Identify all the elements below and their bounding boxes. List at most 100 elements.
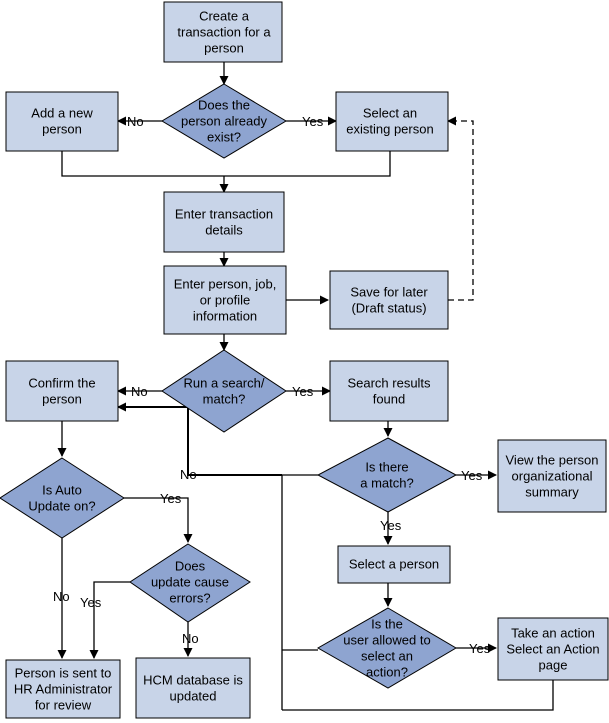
node-text-line: Does (175, 559, 206, 574)
node-text-line: match? (203, 392, 246, 407)
node-text-line: person (42, 122, 82, 137)
node-text-line: or profile (200, 293, 251, 308)
node-text-line: person (204, 41, 244, 56)
arrow-save-return (447, 116, 474, 301)
node-text-line: person (42, 392, 82, 407)
label-auto-yes: Yes (160, 491, 182, 506)
node-text-line: Is Auto (42, 483, 82, 498)
node-select-person: Select a person (337, 545, 451, 584)
node-text-line: Run a search/ (184, 376, 265, 391)
node-text-line: details (205, 223, 243, 238)
node-text-line: for review (35, 698, 92, 713)
node-text-line: Take an action (511, 626, 595, 641)
label-search-yes: Yes (292, 384, 314, 399)
node-text-line: Select a person (349, 557, 439, 572)
node-text-line: Enter transaction (175, 207, 273, 222)
node-text-line: organizational (512, 469, 593, 484)
node-text-line: Search results (347, 376, 431, 391)
label-errors-no: No (182, 631, 199, 646)
node-text-line: Select an Action (506, 642, 599, 657)
label-exists-yes: Yes (302, 114, 324, 129)
node-text-line: information (193, 309, 257, 324)
node-text-line: Is the (371, 617, 403, 632)
node-text-line: update cause (151, 575, 229, 590)
node-text-line: Create a (199, 9, 250, 24)
node-text: Select a person (349, 557, 439, 572)
node-text-line: summary (525, 485, 579, 500)
arrow-auto-yes (124, 497, 193, 543)
node-text-line: Does the (198, 98, 250, 113)
node-text-line: Enter person, job, (174, 277, 277, 292)
arrow-errors-yes (89, 581, 130, 659)
node-text-line: Add a new (31, 106, 93, 121)
node-text-line: Save for later (350, 285, 428, 300)
label-exists-no: No (127, 114, 144, 129)
node-text-line: Confirm the (28, 376, 95, 391)
node-text-line: updated (170, 689, 217, 704)
label-auto-no: No (53, 589, 70, 604)
node-text-line: user allowed to (343, 633, 430, 648)
label-match-no: No (180, 467, 197, 482)
node-text: Save for later(Draft status) (350, 285, 428, 316)
arrow-no-to-confirm (117, 402, 282, 476)
label-search-no: No (131, 384, 148, 399)
label-match-yes-down: Yes (380, 518, 402, 533)
label-errors-yes: Yes (80, 595, 102, 610)
edge-labels: No Yes No Yes No Yes Yes Yes No Yes No Y… (53, 114, 491, 656)
node-text-line: View the person (506, 453, 599, 468)
node-text-line: found (373, 392, 406, 407)
decision-run-search: Run a search/match? (161, 349, 287, 433)
node-text-line: select an (361, 649, 413, 664)
node-text-line: Select an (363, 106, 417, 121)
line-take-action-merge (282, 680, 554, 711)
label-match-yes-right: Yes (461, 468, 483, 483)
node-text-line: existing person (346, 122, 433, 137)
node-text-line: HCM database is (143, 673, 243, 688)
node-text-line: a match? (360, 476, 413, 491)
node-text-line: person already (181, 114, 267, 129)
node-text-line: transaction for a (177, 25, 271, 40)
node-text-line: Is there (365, 460, 408, 475)
node-text: Run a search/match? (184, 376, 265, 407)
connectors (57, 62, 554, 711)
node-text-line: exist? (207, 130, 241, 145)
node-text-line: page (539, 658, 568, 673)
node-text-line: Person is sent to (15, 666, 112, 681)
node-text-line: action? (366, 665, 408, 680)
merge-line (61, 151, 391, 177)
node-save-for-later: Save for later(Draft status) (329, 270, 449, 330)
node-text-line: (Draft status) (351, 301, 426, 316)
node-text-line: Update on? (28, 499, 95, 514)
node-text-line: errors? (169, 591, 210, 606)
